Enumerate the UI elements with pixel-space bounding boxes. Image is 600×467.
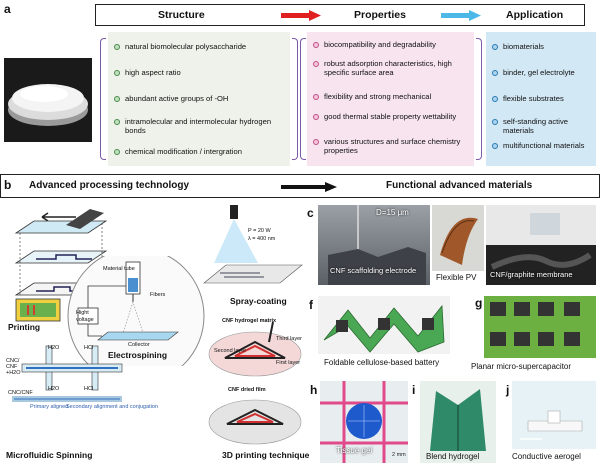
foldable-battery-caption: Foldable cellulose-based battery xyxy=(324,358,440,367)
red-arrow-icon xyxy=(281,10,321,21)
panel-j-letter: j xyxy=(506,383,510,397)
spray-coating-diagram xyxy=(203,205,303,284)
conductive-aerogel-caption: Conductive aerogel xyxy=(512,452,581,461)
material-tube-label: Material tube xyxy=(103,266,135,272)
dried-film-diagram xyxy=(208,399,302,445)
micro-supercapacitor-caption: Planar micro-supercapacitor xyxy=(471,362,572,371)
panel-g-letter: g xyxy=(475,296,483,310)
foldable-battery-photo xyxy=(318,296,450,354)
panel-i-letter: i xyxy=(412,383,416,397)
panel-b-letter: b xyxy=(4,178,12,192)
application-heading: Application xyxy=(506,9,564,21)
panel-c-letter: c xyxy=(307,206,314,220)
blend-hydrogel-photo xyxy=(420,381,496,463)
structure-item: high aspect ratio xyxy=(114,68,286,77)
electrospinning-caption: Electrospining xyxy=(108,350,168,360)
blue-arrow-icon xyxy=(441,10,481,21)
application-item: biomaterials xyxy=(492,42,592,51)
panel-b-header: Advanced processing technology Functiona… xyxy=(0,174,600,198)
application-column: biomaterials binder, gel electrolyte fle… xyxy=(486,32,596,166)
graphite-membrane-photo xyxy=(486,205,596,285)
tissue-gel-caption: Tissue gel xyxy=(336,446,373,455)
cnf-matrix-label: CNF hydrogel matrix xyxy=(222,318,277,324)
properties-item: various structures and surface chemistry… xyxy=(313,137,470,155)
cnf-electrode-photo xyxy=(318,205,430,285)
hcl-label-top: HCl xyxy=(84,345,94,351)
electrode-scale-label: D=15 μm xyxy=(376,208,409,217)
high-voltage-label-1: Hight xyxy=(76,310,89,316)
bracket-right-properties xyxy=(476,38,482,160)
third-layer-label: Third layer xyxy=(276,336,302,342)
cnc-cnf-input-label: CNC/ CNF +H2O xyxy=(6,358,21,376)
cellulose-powder-photo xyxy=(4,58,92,142)
properties-item: flexibility and strong mechanical xyxy=(313,92,470,101)
spray-coating-caption: Spray-coating xyxy=(230,296,287,306)
fibers-label: Fibers xyxy=(150,292,166,298)
materials-title: Functional advanced materials xyxy=(386,180,533,191)
blend-hydrogel-caption: Blend hydrogel xyxy=(426,452,480,461)
h2o-label-top: H2O xyxy=(48,345,60,351)
printing-caption: Printing xyxy=(8,322,41,332)
micro-supercapacitor-photo xyxy=(484,296,596,358)
application-item: flexible substrates xyxy=(492,94,592,103)
application-item: binder, gel electrolyte xyxy=(492,68,592,77)
panel-a-header: Structure Properties Application xyxy=(95,4,585,26)
secondary-alignment-label: Secondary alignment and conjugation xyxy=(66,404,159,410)
application-item: self-standing active materials xyxy=(492,117,592,135)
bracket-right-structure xyxy=(292,38,298,160)
conductive-aerogel-photo xyxy=(512,381,596,449)
panel-a-letter: a xyxy=(4,2,11,16)
properties-item: biocompatibility and degradability xyxy=(313,40,470,49)
structure-column: natural biomolecular polysaccharide high… xyxy=(108,32,290,166)
structure-item: natural biomolecular polysaccharide xyxy=(114,42,286,51)
cnc-cnf-label: CNC/CNF xyxy=(8,390,33,396)
structure-heading: Structure xyxy=(158,9,205,21)
microfluidic-diagram xyxy=(12,345,123,402)
structure-item: intramolecular and intermolecular hydrog… xyxy=(114,117,286,135)
electrospinning-diagram xyxy=(67,256,205,366)
properties-item: good thermal stable property wettability xyxy=(313,112,470,121)
flexible-pv-photo xyxy=(432,205,484,271)
hydrogel-printing-diagram xyxy=(208,322,302,377)
wavelength-label: λ = 400 nm xyxy=(248,236,276,242)
primary-aligned-label: Primary aligned xyxy=(30,404,69,410)
electrode-caption: CNF scaffolding electrode xyxy=(330,266,417,275)
processing-title: Advanced processing technology xyxy=(29,180,190,191)
structure-item: chemical modification / intergration xyxy=(114,147,286,156)
tissue-gel-photo xyxy=(320,381,408,463)
structure-item: abundant active groups of -OH xyxy=(114,94,286,103)
second-layer-label: Second layer xyxy=(214,348,247,354)
graphite-membrane-caption: CNF/graphite membrane xyxy=(490,270,573,279)
bracket-left-structure xyxy=(100,38,106,160)
flexible-pv-caption: Flexible PV xyxy=(436,273,477,282)
panel-f-letter: f xyxy=(309,298,313,312)
black-arrow-icon xyxy=(281,182,337,192)
collector-label: Collector xyxy=(128,342,150,348)
panel-h-letter: h xyxy=(310,383,318,397)
high-voltage-label-2: voltage xyxy=(76,317,94,323)
printing3d-caption: 3D printing technique xyxy=(222,450,310,460)
properties-item: robust adsorption characteristics, high … xyxy=(313,59,470,77)
tissue-gel-scale: 2 mm xyxy=(392,452,406,458)
microfluidic-caption: Microfluidic Spinning xyxy=(6,450,93,460)
properties-column: biocompatibility and degradability robus… xyxy=(307,32,474,166)
hcl-label-bottom: HCl xyxy=(84,386,94,392)
bracket-left-properties xyxy=(300,38,306,160)
application-item: multifunctional materials xyxy=(492,141,592,150)
first-layer-label: First layer xyxy=(276,360,301,366)
properties-heading: Properties xyxy=(354,9,406,21)
power-label: P = 20 W xyxy=(248,228,271,234)
h2o-label-bottom: H2O xyxy=(48,386,60,392)
cnf-dried-label: CNF dried film xyxy=(228,387,266,393)
